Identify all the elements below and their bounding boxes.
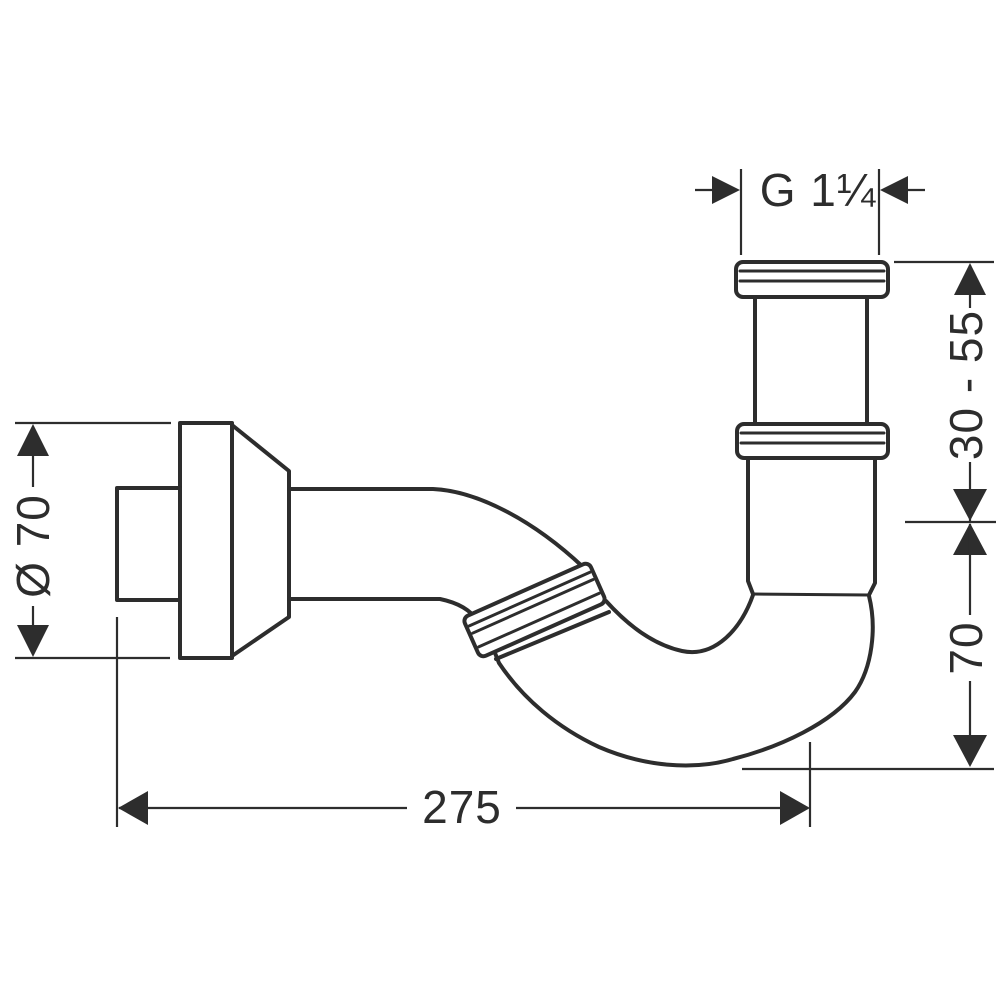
dim-overall-length: 275 xyxy=(115,617,812,833)
arrow-left-icon xyxy=(880,176,908,204)
dim-label-inlet-height-range: 30 - 55 xyxy=(940,310,992,460)
arrow-right-icon xyxy=(712,176,740,204)
wall-stub xyxy=(115,486,182,602)
dim-outlet-diameter: Ø 70 xyxy=(7,421,171,660)
arrow-down-icon xyxy=(953,489,987,521)
arrow-up-icon xyxy=(954,263,986,295)
top-slip-nut xyxy=(734,260,890,299)
outlet-cone xyxy=(230,423,291,658)
dimensions: G 1¼ 30 - 55 70 xyxy=(7,164,996,833)
dim-label-outlet-diameter: Ø 70 xyxy=(7,494,59,598)
arrow-right-icon xyxy=(780,791,810,825)
lower-slip-nut xyxy=(735,422,890,460)
diagonal-nut-body xyxy=(462,561,607,659)
inlet-pipe-lower-left-wall xyxy=(746,457,755,596)
u-bend-outer-wall xyxy=(493,594,875,768)
u-bend-inner-wall xyxy=(604,593,755,655)
arrow-down-icon xyxy=(17,625,49,657)
trap-body xyxy=(115,260,890,768)
dim-label-trap-height: 70 xyxy=(940,621,992,674)
diagonal-nut-stripe xyxy=(477,591,601,649)
arrow-down-icon xyxy=(953,735,987,767)
outlet-pipe-top-wall xyxy=(287,487,585,569)
diagonal-nut-stripe xyxy=(471,578,595,635)
dim-inlet-height-range: 30 - 55 xyxy=(894,260,996,524)
union-collar-line xyxy=(494,610,611,661)
dim-trap-height: 70 xyxy=(742,523,994,771)
lower-nut-body xyxy=(735,422,890,460)
dim-label-thread-size: G 1¼ xyxy=(760,164,877,216)
dim-label-overall-length: 275 xyxy=(422,781,502,833)
arrow-left-icon xyxy=(118,791,148,825)
dim-thread-size: G 1¼ xyxy=(695,164,925,255)
diagonal-nut-stripe xyxy=(467,570,592,628)
outlet-pipe-bottom-wall xyxy=(287,597,480,623)
arrow-up-icon xyxy=(17,424,49,456)
elbow-joint-line xyxy=(751,592,871,597)
diagonal-union-nut xyxy=(462,561,607,659)
inlet-pipe-lower-right-wall xyxy=(867,457,877,597)
wall-flange xyxy=(178,421,234,660)
